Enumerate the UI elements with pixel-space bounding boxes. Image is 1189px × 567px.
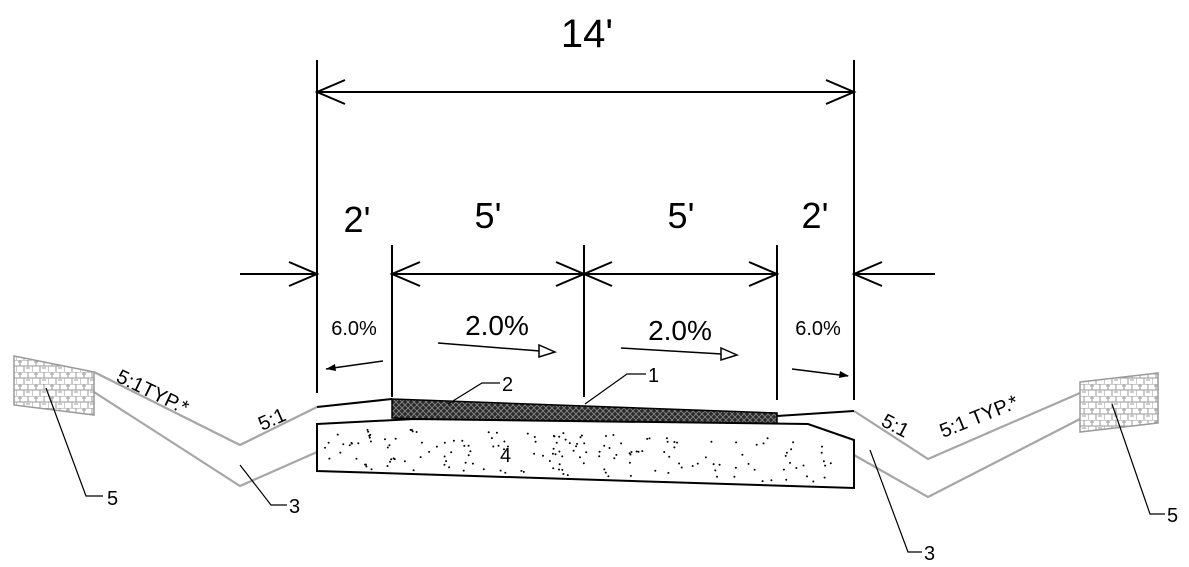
left-lane-slope-label: 2.0% [465,310,529,341]
right-riprap [1079,372,1159,433]
left-riprap [13,355,95,416]
aggregate-stipple [324,428,832,483]
right-outer-slope-label: 5:1 TYP.* [937,391,1022,442]
left-lane-width-label: 5' [475,195,502,236]
callout-1: 1 [648,365,659,387]
callout-5-left-leader [45,387,103,497]
left-shoulder-surface [316,398,393,408]
callout-3-left: 3 [289,496,300,518]
callout-3-right-leader [869,449,922,553]
lane-arrow-center-right [581,261,613,287]
callout-5-right-leader [1111,403,1165,515]
callout-3-right: 3 [924,543,935,565]
callout-2: 2 [502,374,513,396]
lane-arrow-left [389,261,421,287]
left-inner-slope-label: 5:1 [255,404,289,435]
lane-arrow-right [748,261,780,287]
overall-dimension-label: 14' [561,12,613,56]
left-ground-line-top [93,371,318,447]
left-ground-line-bottom [93,391,318,488]
right-shoulder-width-label: 2' [802,195,829,236]
left-shoulder-arrow [288,261,320,287]
left-shoulder-slope-label: 6.0% [331,318,377,340]
left-shoulder-width-label: 2' [344,199,371,240]
callout-1-leader [584,373,646,405]
callout-5-left: 5 [107,488,118,510]
callout-5-right: 5 [1167,505,1178,527]
overall-arrow-right [825,79,857,105]
right-lane-width-label: 5' [668,195,695,236]
right-shoulder-slope-arrow [791,368,849,378]
right-shoulder-surface [776,410,855,417]
left-lane-slope-arrow [437,342,558,359]
right-shoulder-slope-label: 6.0% [795,318,841,340]
right-shoulder-arrow [851,261,883,287]
right-lane-slope-arrow [620,346,740,362]
callout-2-leader [447,382,500,405]
aggregate-base-course [316,417,855,490]
right-ground-line-top [853,391,1081,461]
left-shoulder-slope-arrow [325,360,384,371]
callout-4: 4 [500,445,511,467]
overall-arrow-left [314,79,346,105]
right-lane-slope-label: 2.0% [648,315,712,346]
callout-3-left-leader [239,464,287,506]
right-inner-slope-label: 5:1 [878,410,913,442]
right-ground-line-bottom [853,418,1081,499]
